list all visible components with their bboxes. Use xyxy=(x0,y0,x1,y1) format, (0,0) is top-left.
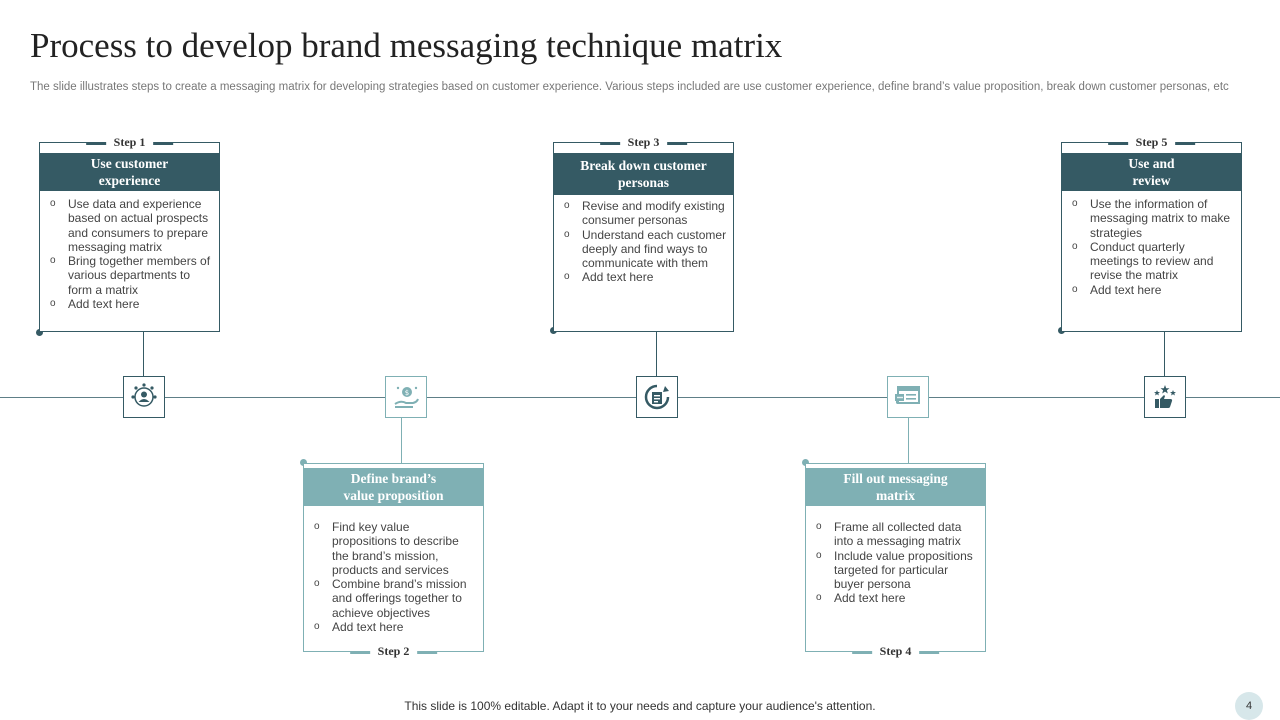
bullet-item: Include value propositions targeted for … xyxy=(816,549,979,592)
step-label: Step 2 xyxy=(349,644,437,659)
step-title: Use customer experience xyxy=(40,153,219,191)
bullet-list: Find key value propositions to describe … xyxy=(304,506,483,635)
bullet-item: Add text here xyxy=(314,620,477,635)
page-number-badge: 4 xyxy=(1235,692,1263,720)
bullet-item: Conduct quarterly meetings to review and… xyxy=(1072,240,1235,283)
bullet-item: Add text here xyxy=(816,591,979,606)
step-card-5: Step 5 Use and review Use the informatio… xyxy=(1061,135,1242,332)
step-icon-box-5 xyxy=(1144,376,1186,418)
bullet-item: Add text here xyxy=(564,270,727,285)
bullet-item: Understand each customer deeply and find… xyxy=(564,228,727,271)
step-label: Step 4 xyxy=(851,644,939,659)
connector-dot xyxy=(300,459,307,466)
step-title: Fill out messaging matrix xyxy=(806,468,985,506)
bullet-item: Use the information of messaging matrix … xyxy=(1072,197,1235,240)
step-label: Step 3 xyxy=(599,135,687,150)
footer-note: This slide is 100% editable. Adapt it to… xyxy=(404,699,876,713)
bullet-list: Frame all collected data into a messagin… xyxy=(806,506,985,606)
connector-line xyxy=(908,418,909,463)
step-label: Step 5 xyxy=(1107,135,1195,150)
step-title: Break down customer personas xyxy=(554,153,733,195)
bullet-item: Revise and modify existing consumer pers… xyxy=(564,199,727,228)
slide-subtitle: The slide illustrates steps to create a … xyxy=(30,81,1229,93)
bullet-item: Bring together members of various depart… xyxy=(50,254,213,297)
step-icon-box-4 xyxy=(887,376,929,418)
step-card-3: Step 3 Break down customer personas Revi… xyxy=(553,135,734,332)
bullet-item: Use data and experience based on actual … xyxy=(50,197,213,254)
connector-line xyxy=(401,418,402,463)
bullet-item: Find key value propositions to describe … xyxy=(314,520,477,577)
step-card-4: Fill out messaging matrix Frame all coll… xyxy=(805,463,986,659)
step-icon-box-1 xyxy=(123,376,165,418)
svg-text:$: $ xyxy=(405,389,409,397)
connector-line xyxy=(143,332,144,376)
step-title: Define brand’s value proposition xyxy=(304,468,483,506)
persona-document-icon xyxy=(644,384,670,410)
step-card-1: Step 1 Use customer experience Use data … xyxy=(39,135,220,332)
step-title: Use and review xyxy=(1062,153,1241,191)
bullet-item: Add text here xyxy=(50,297,213,312)
step-card-2: Define brand’s value proposition Find ke… xyxy=(303,463,484,659)
bullet-list: Revise and modify existing consumer pers… xyxy=(554,195,733,285)
hand-money-icon: $ xyxy=(394,386,419,408)
bullet-item: Frame all collected data into a messagin… xyxy=(816,520,979,549)
slide-title: Process to develop brand messaging techn… xyxy=(30,26,783,65)
step-label: Step 1 xyxy=(85,135,173,150)
step-icon-box-2: $ xyxy=(385,376,427,418)
message-window-icon xyxy=(895,386,920,404)
connector-dot xyxy=(802,459,809,466)
connector-line xyxy=(656,332,657,376)
bullet-list: Use data and experience based on actual … xyxy=(40,191,219,312)
bullet-list: Use the information of messaging matrix … xyxy=(1062,191,1241,297)
thumbs-up-stars-icon xyxy=(1154,385,1176,408)
connector-line xyxy=(1164,332,1165,376)
bullet-item: Combine brand’s mission and offerings to… xyxy=(314,577,477,620)
bullet-item: Add text here xyxy=(1072,283,1235,298)
customer-group-icon xyxy=(131,383,157,407)
step-icon-box-3 xyxy=(636,376,678,418)
connector-dot xyxy=(36,329,43,336)
